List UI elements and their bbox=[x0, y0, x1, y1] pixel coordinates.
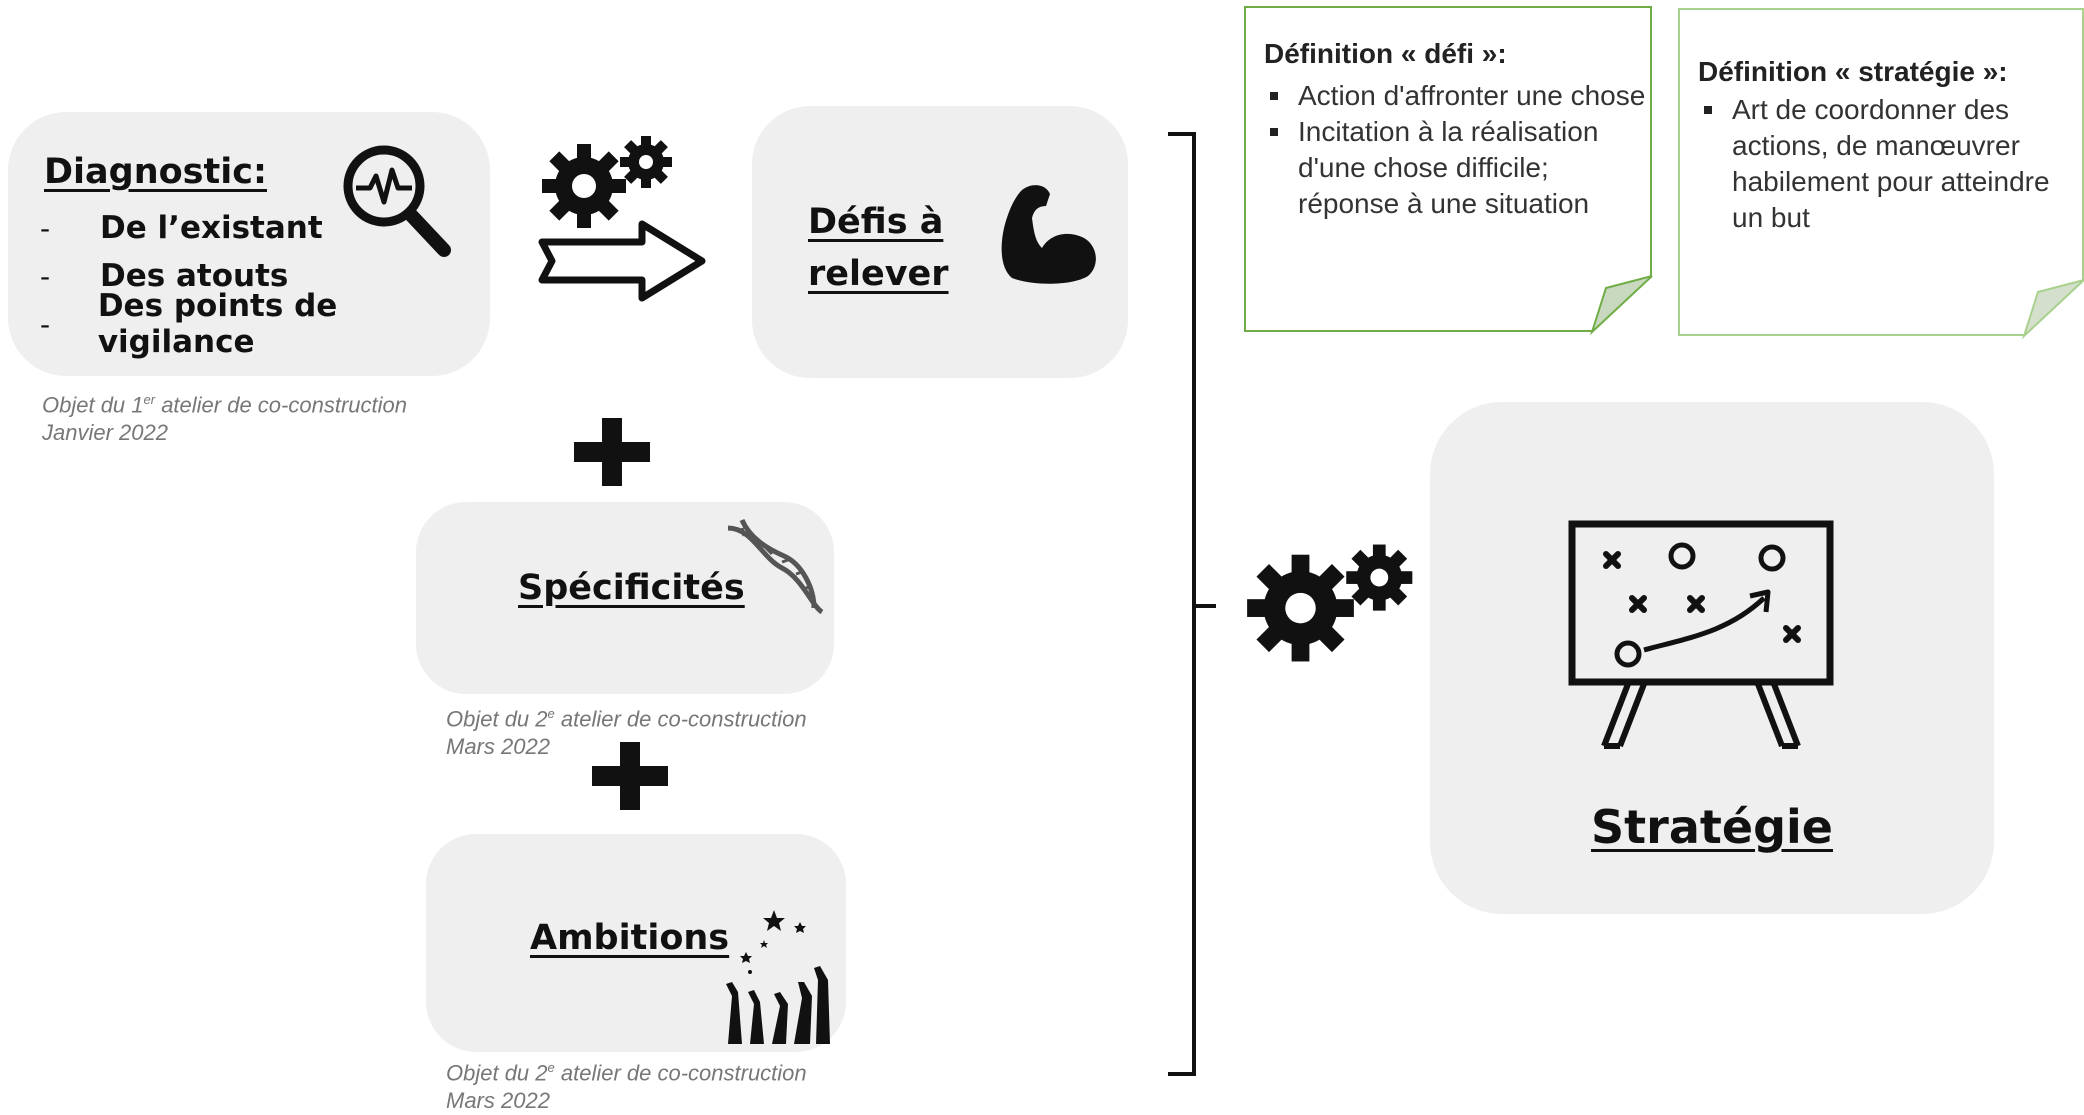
definition-strategie-title: Définition « stratégie »: bbox=[1698, 56, 2008, 87]
definition-bullet: Action d'affronter une chose bbox=[1270, 78, 1650, 114]
page-curl bbox=[1589, 275, 1653, 336]
diagnostic-box: Diagnostic: - De l’existant - Des atouts… bbox=[8, 112, 490, 376]
strategy-board-icon bbox=[1568, 520, 1834, 749]
page-curl bbox=[2021, 279, 2084, 340]
defis-box: Défis à relever bbox=[752, 106, 1128, 378]
diagnostic-title: Diagnostic: bbox=[44, 152, 267, 192]
reaching-hands-stars-icon bbox=[726, 910, 830, 1044]
strategie-box: Stratégie bbox=[1430, 402, 1994, 914]
right-arrow-icon bbox=[538, 220, 706, 302]
defis-title: Défis à relever bbox=[808, 202, 949, 294]
diagnostic-item: - Des atouts bbox=[40, 258, 289, 294]
definition-defi-list: Action d'affronter une chose Incitation … bbox=[1264, 78, 1650, 222]
diagnostic-item: - Des points de vigilance bbox=[40, 288, 338, 360]
definition-defi-title: Définition « défi »: bbox=[1264, 38, 1507, 69]
plus-icon bbox=[592, 742, 668, 810]
specificites-caption: Objet du 2e atelier de co-construction M… bbox=[446, 706, 807, 760]
definition-strategie-list: Art de coordonner des actions, de manœuv… bbox=[1698, 92, 2082, 236]
definition-bullet: Incitation à la réalisation d'une chose … bbox=[1270, 114, 1650, 222]
diagnostic-list: - De l’existant - Des atouts - Des point… bbox=[40, 204, 490, 360]
diagnostic-item: - De l’existant bbox=[40, 210, 323, 246]
gears-icon bbox=[542, 136, 672, 228]
dna-icon bbox=[727, 518, 824, 615]
diagnostic-caption: Objet du 1er atelier de co-construction … bbox=[42, 392, 407, 446]
ambitions-title: Ambitions bbox=[530, 918, 730, 958]
right-bracket bbox=[1168, 132, 1216, 1076]
specificites-box: Spécificités bbox=[416, 502, 834, 694]
definition-bullet: Art de coordonner des actions, de manœuv… bbox=[1704, 92, 2072, 236]
ambitions-caption: Objet du 2e atelier de co-construction M… bbox=[446, 1060, 807, 1114]
magnifier-heartbeat-icon bbox=[343, 145, 451, 257]
definition-strategie-note: Définition « stratégie »: Art de coordon… bbox=[1678, 8, 2084, 340]
specificites-title: Spécificités bbox=[518, 568, 745, 608]
plus-icon bbox=[574, 418, 650, 486]
gears-icon bbox=[1247, 544, 1413, 662]
ambitions-box: Ambitions bbox=[426, 834, 846, 1052]
strategie-title: Stratégie bbox=[1591, 800, 1833, 854]
flexed-arm-icon bbox=[1001, 185, 1096, 284]
definition-defi-note: Définition « défi »: Action d'affronter … bbox=[1244, 6, 1653, 336]
